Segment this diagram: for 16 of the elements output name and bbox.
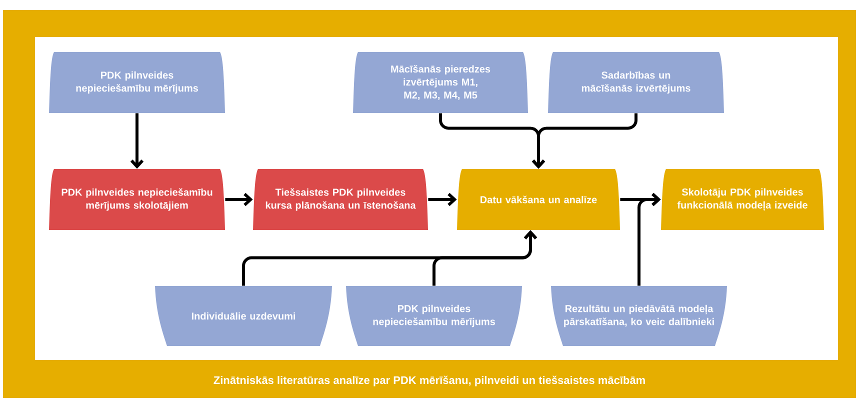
process-box: PDK pilnveides nepieciešamību mērījums <box>346 286 522 346</box>
process-box: Mācīšanās pieredzes izvērtējums M1, M2, M3, M4, M5 <box>353 52 528 113</box>
arrow <box>130 113 144 169</box>
arrow <box>638 192 661 286</box>
process-box: PDK pilnveides nepieciešamību mērījums <box>49 52 225 113</box>
process-box: Tiešsaistes PDK pilnveides kursa plānošana un īstenošana <box>253 169 428 230</box>
process-box: Individuālie uzdevumi <box>155 286 332 346</box>
arrow <box>432 230 538 286</box>
process-box: Rezultātu un piedāvātā modeļa pārskatīšana, ko veic dalībnieki <box>551 286 727 346</box>
arrow <box>428 192 457 206</box>
process-box: Skolotāju PDK pilnveides funkcionālā modeļa izveide <box>661 169 824 230</box>
process-box: PDK pilnveides nepieciešamību mērījums skolotājiem <box>49 169 225 230</box>
process-box: Sadarbības un mācīšanās izvērtējums <box>548 52 724 113</box>
arrow <box>225 192 253 206</box>
arrow <box>532 113 638 169</box>
process-box: Datu vākšana un analīze <box>457 169 620 230</box>
